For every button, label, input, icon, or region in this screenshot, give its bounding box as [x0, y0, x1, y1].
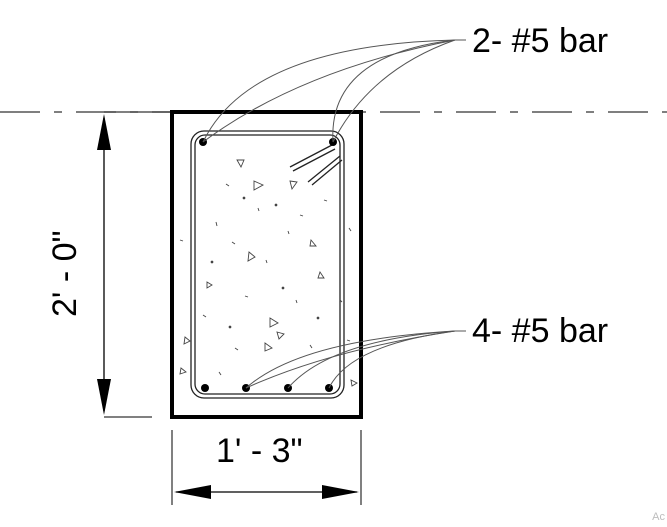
concrete-hatch — [179, 159, 358, 387]
width-dimension-text: 1' - 3" — [216, 432, 303, 470]
rebar-bottom-1 — [201, 384, 209, 392]
bottom-bars-label: 4- #5 bar — [472, 312, 609, 350]
stirrup-hook — [289, 144, 343, 186]
height-dimension-text: 2' - 0" — [46, 230, 84, 317]
height-dimension-line — [97, 111, 172, 418]
width-dimension-line — [171, 430, 362, 505]
bottom-rebar — [201, 384, 333, 392]
arrow-down-icon — [97, 379, 111, 415]
arrow-up-icon — [97, 114, 111, 150]
top-bars-label: 2- #5 bar — [472, 22, 609, 60]
watermark-text: Ac — [652, 511, 665, 523]
top-rebar — [199, 138, 337, 146]
concrete-section-outline — [170, 110, 363, 419]
stirrup-outer — [190, 130, 345, 399]
top-bar-leaders — [202, 39, 466, 143]
arrow-left-icon — [174, 485, 211, 499]
stirrup-inner — [194, 134, 341, 395]
bottom-bar-leaders — [245, 330, 466, 389]
arrow-right-icon — [322, 485, 359, 499]
